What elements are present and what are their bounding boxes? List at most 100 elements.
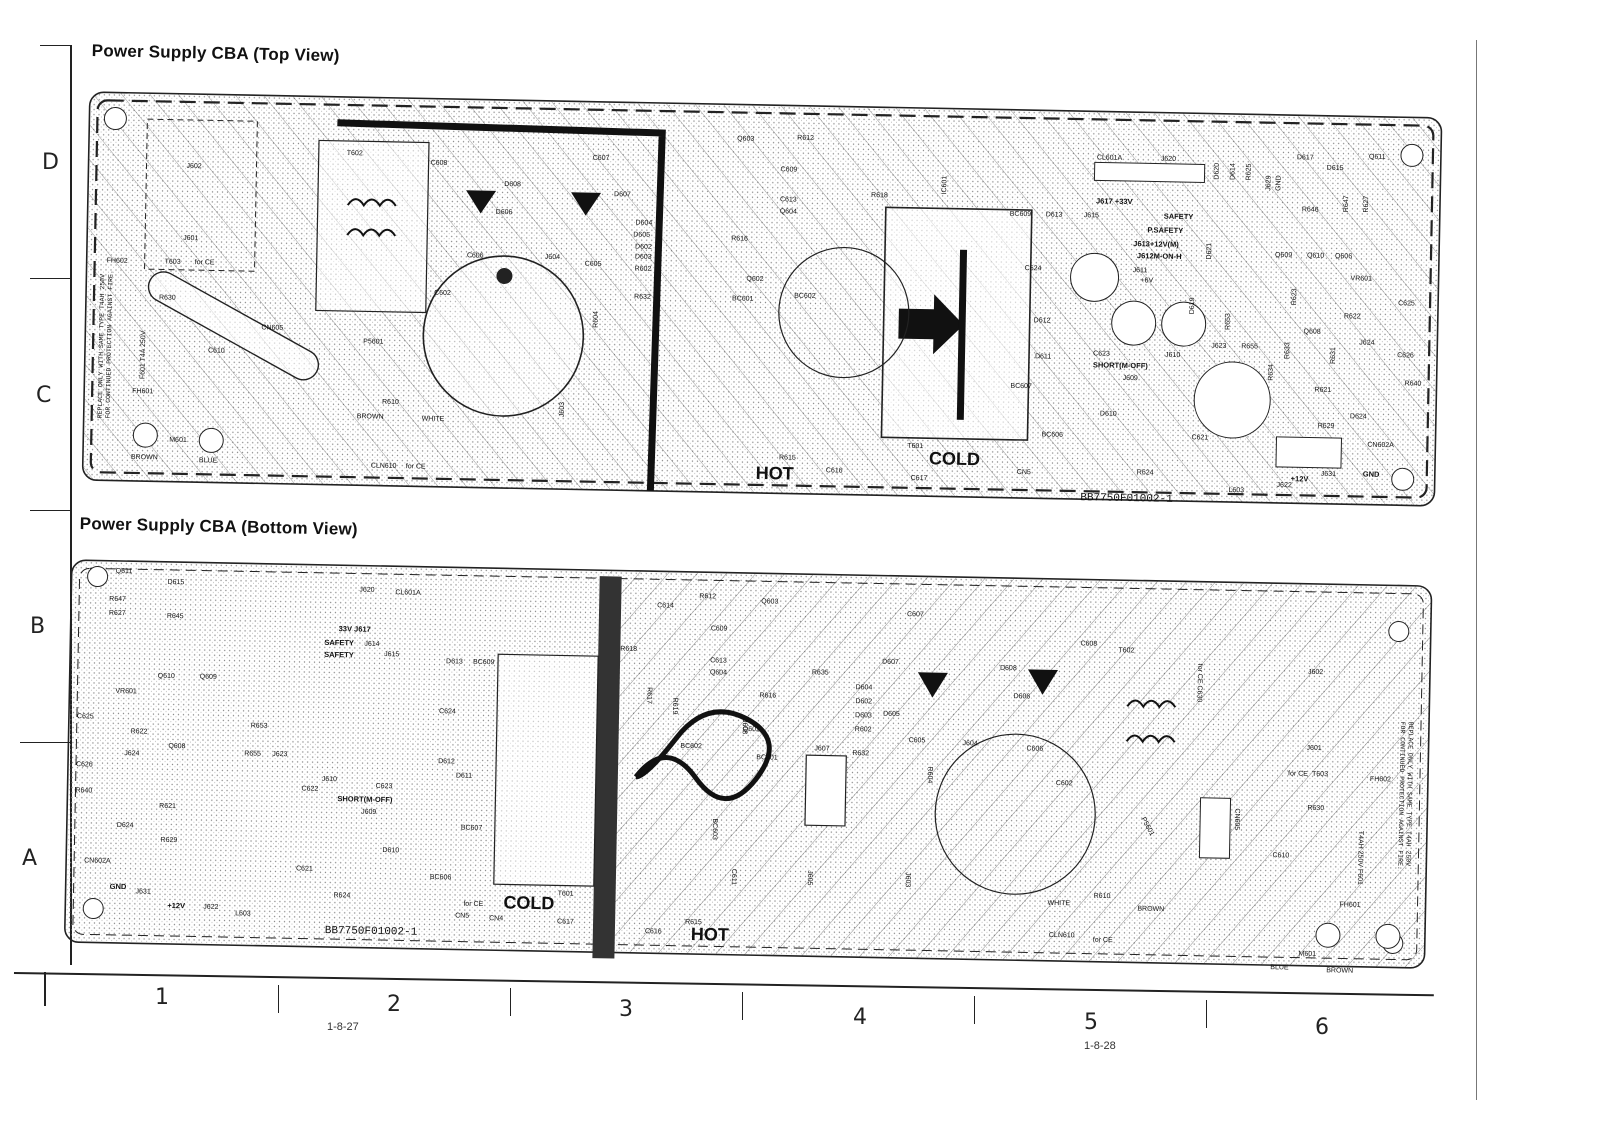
label-b-j615: J615 — [384, 651, 399, 658]
label-bc606: BC606 — [1041, 431, 1063, 438]
label-j611: J611 — [1133, 267, 1148, 274]
label-c624: C624 — [1025, 265, 1042, 272]
label-j613: J613+12V(M) — [1133, 239, 1179, 249]
label-cln610: CLN610 — [371, 462, 397, 469]
label-b-j614: J614 — [364, 641, 379, 648]
label-f601: F601 T4A 250V — [139, 330, 147, 379]
label-d617: D617 — [1297, 154, 1314, 161]
label-d612: D612 — [1034, 317, 1051, 324]
label-b-c610: C610 — [1272, 852, 1289, 859]
label-b-cl601a: CL601A — [395, 589, 421, 596]
label-q604: Q604 — [780, 208, 797, 215]
label-b-c609: C609 — [711, 625, 728, 632]
label-b-c630: for CE C630 — [1195, 664, 1203, 703]
label-b-c606: C606 — [1026, 745, 1043, 752]
label-r612: R612 — [797, 135, 814, 142]
label-r640: R640 — [1404, 380, 1421, 387]
label-b-bc609: BC609 — [473, 659, 495, 666]
label-b-cln610: CLN610 — [1049, 932, 1075, 939]
col-label-6: 6 — [1315, 1015, 1329, 1040]
row-divider-cb — [30, 510, 72, 511]
label-b-d624: D624 — [117, 822, 134, 829]
label-b-c611: C611 — [730, 869, 737, 885]
label-b-r615: R615 — [685, 919, 702, 926]
label-m601: M601 — [169, 437, 187, 444]
label-b-d612: D612 — [438, 758, 455, 765]
label-b-q602: Q602 — [743, 726, 760, 733]
label-c608: C608 — [431, 160, 448, 167]
label-b-c605: C605 — [909, 737, 926, 744]
warning-line-2-bottom: FOR CONTINUED PROTECTION AGAINST FIRE. — [1396, 722, 1406, 870]
label-b-r640: R640 — [75, 787, 92, 794]
label-b-r647: R647 — [109, 596, 126, 603]
label-b-bc602: BC602 — [680, 743, 702, 750]
label-b-c614: C614 — [657, 602, 674, 609]
label-b-d605: D605 — [883, 711, 900, 718]
label-b-r616: R616 — [759, 692, 776, 699]
label-b-brown2: BROWN — [1326, 967, 1353, 975]
label-b-j631: J631 — [135, 888, 150, 895]
label-c607: C607 — [593, 155, 610, 162]
capacitor-c602 — [422, 255, 585, 417]
label-q610: Q610 — [1307, 252, 1324, 259]
label-b-d604: D604 — [856, 684, 873, 691]
label-b-12v: +12V — [167, 901, 185, 910]
label-b-j603: J603 — [904, 872, 911, 887]
label-q611: Q611 — [1369, 154, 1386, 161]
label-c626: C626 — [1397, 352, 1414, 359]
label-b-j623: J623 — [272, 751, 287, 758]
label-r625: R625 — [1245, 163, 1252, 180]
label-r627: R627 — [1363, 196, 1370, 213]
label-r634: R634 — [1268, 364, 1275, 381]
label-psafety: P.SAFETY — [1147, 225, 1183, 235]
label-r630: R630 — [159, 294, 176, 301]
col-tick-5 — [1206, 1000, 1207, 1028]
label-d608: D608 — [504, 181, 521, 188]
label-c609: C609 — [780, 166, 797, 173]
label-b-l603: L603 — [235, 910, 251, 917]
label-gnd2: GND — [1363, 470, 1380, 479]
label-b-j620: J620 — [359, 587, 374, 594]
label-b-c622: C622 — [302, 785, 319, 792]
label-r618: R618 — [871, 192, 888, 199]
warning-line-1: REPLACE ONLY WITH SAME TYPE T4AH 250V — [97, 274, 107, 419]
label-b-q611: Q611 — [116, 568, 133, 575]
label-safety: SAFETY — [1164, 212, 1194, 222]
label-t603: T603 — [165, 259, 181, 266]
left-edge-lower — [44, 972, 46, 1006]
label-b-j601: J601 — [1306, 745, 1321, 752]
label-b-cn4: CN4 — [489, 915, 503, 922]
col-tick-1 — [278, 985, 279, 1013]
label-b-q610: Q610 — [158, 673, 175, 680]
label-b-j622: J622 — [203, 904, 218, 911]
label-b-c626: C626 — [76, 761, 93, 768]
label-b-cn605: CN605 — [1233, 808, 1240, 830]
board-code-label-bottom: BB7750F01002-1 — [325, 925, 418, 939]
label-b-safety: SAFETY — [324, 638, 354, 648]
label-b-c621: C621 — [296, 865, 313, 872]
label-b-j624: J624 — [124, 750, 139, 757]
label-b-r627: R627 — [109, 610, 126, 617]
label-r616: R616 — [731, 235, 748, 242]
label-for-ce: for CE — [195, 259, 215, 266]
label-j622: J622 — [1277, 482, 1292, 489]
row-label-b: B — [30, 614, 46, 639]
label-j620: J620 — [1161, 156, 1176, 163]
label-j629: J629 — [1265, 175, 1272, 190]
cold-label: COLD — [929, 448, 980, 469]
label-b-j607: J607 — [814, 745, 829, 752]
mounting-hole — [82, 898, 104, 920]
label-b-r653: R653 — [251, 723, 268, 730]
label-b-m601: M601 — [1299, 951, 1317, 958]
label-b-for-ce3: for CE — [1093, 937, 1113, 944]
label-c623: C623 — [1093, 350, 1110, 357]
label-cn605: CN605 — [261, 324, 283, 331]
label-b-fh601: FH601 — [1339, 901, 1360, 908]
label-j604: J604 — [545, 254, 560, 261]
label-b-r619: R619 — [671, 698, 678, 715]
label-b-c608: C608 — [1080, 640, 1097, 647]
left-frame-line — [70, 45, 72, 965]
label-d602: D602 — [635, 244, 652, 251]
label-12v: +12V — [1291, 474, 1309, 483]
label-t602: T602 — [347, 150, 363, 157]
